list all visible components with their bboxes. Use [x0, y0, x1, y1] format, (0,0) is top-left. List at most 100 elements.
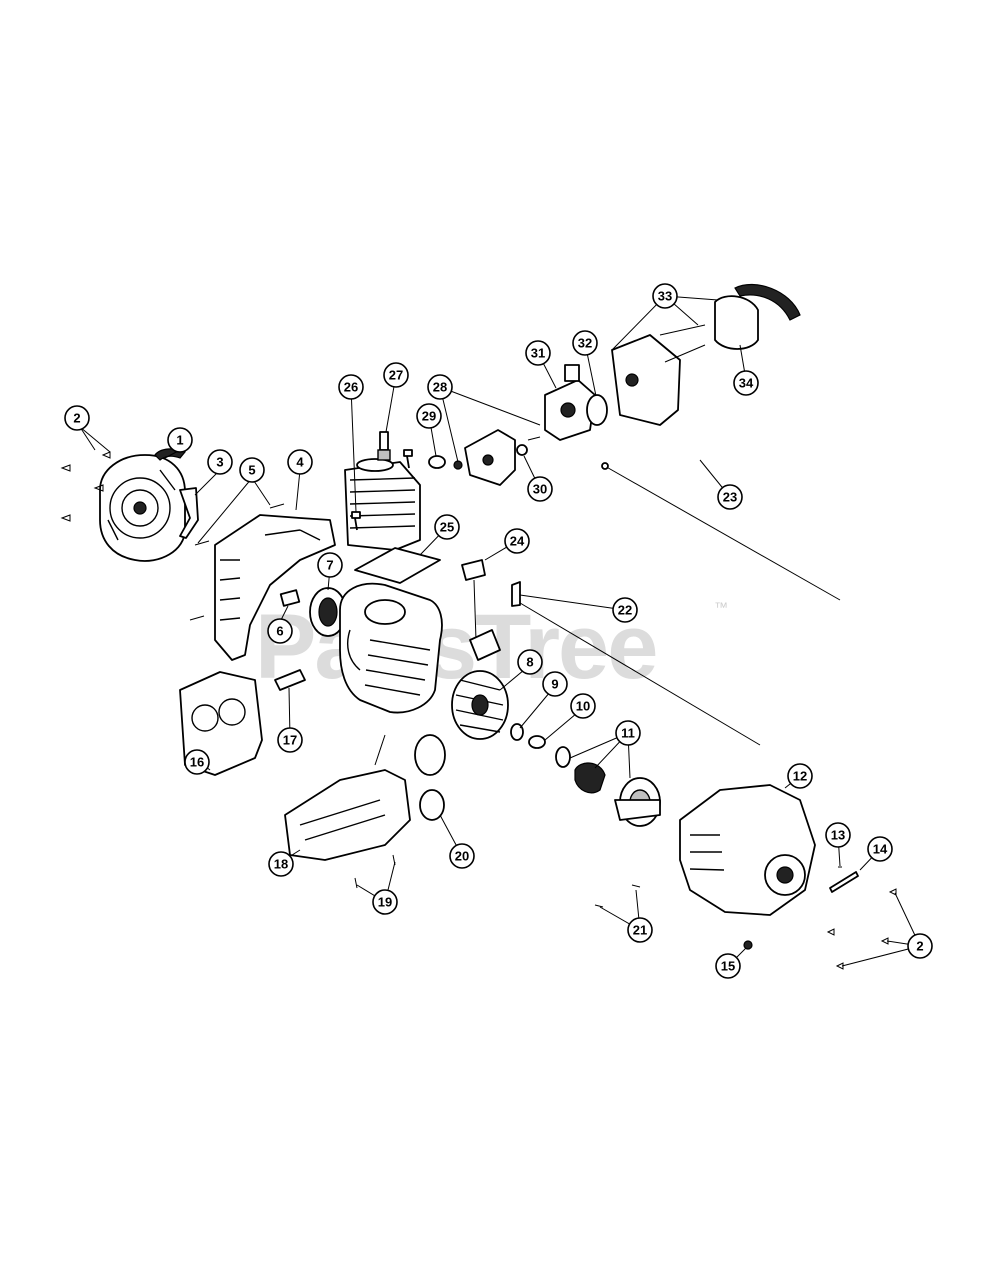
- callout-19[interactable]: 19: [372, 889, 398, 915]
- svg-text:3: 3: [216, 455, 223, 470]
- svg-text:31: 31: [531, 346, 545, 361]
- callout-34[interactable]: 34: [733, 370, 759, 396]
- callout-14[interactable]: 14: [867, 836, 893, 862]
- callout-24[interactable]: 24: [504, 528, 530, 554]
- svg-text:19: 19: [378, 895, 392, 910]
- cylinder-screws-drawing: [351, 449, 413, 531]
- decal-drawing: [274, 669, 306, 691]
- callout-23[interactable]: 23: [717, 484, 743, 510]
- watermark-trademark: ™: [714, 599, 728, 615]
- svg-text:12: 12: [793, 769, 807, 784]
- intake-gasket-drawing: [428, 455, 446, 469]
- callout-9[interactable]: 9: [542, 671, 568, 697]
- callout-5[interactable]: 5: [239, 457, 265, 483]
- tank-screws-drawing: [354, 854, 396, 889]
- intake-small-parts-drawing: [453, 436, 541, 470]
- svg-text:26: 26: [344, 380, 358, 395]
- callout-15[interactable]: 15: [715, 953, 741, 979]
- callout-1[interactable]: 1: [167, 427, 193, 453]
- svg-text:24: 24: [510, 534, 525, 549]
- housing-screws-drawing: [594, 884, 641, 908]
- callout-13[interactable]: 13: [825, 822, 851, 848]
- svg-text:22: 22: [618, 603, 632, 618]
- svg-text:25: 25: [440, 520, 454, 535]
- svg-text:28: 28: [433, 380, 447, 395]
- svg-text:10: 10: [576, 699, 590, 714]
- spring-bracket-drawing: [179, 487, 199, 539]
- callout-28[interactable]: 28: [427, 374, 453, 400]
- carb-gasket-drawing: [586, 394, 608, 426]
- callout-33[interactable]: 33: [652, 283, 678, 309]
- svg-text:21: 21: [633, 923, 647, 938]
- svg-text:6: 6: [276, 624, 283, 639]
- air-box-drawing: [611, 324, 706, 426]
- callout-4[interactable]: 4: [287, 449, 313, 475]
- callout-2-left[interactable]: 2: [64, 405, 90, 431]
- svg-text:32: 32: [578, 336, 592, 351]
- svg-text:1: 1: [176, 433, 183, 448]
- svg-text:11: 11: [621, 726, 635, 741]
- flywheel-drawing: [451, 670, 509, 740]
- svg-text:16: 16: [190, 755, 204, 770]
- leader-lines: [79, 295, 921, 967]
- svg-text:23: 23: [723, 490, 737, 505]
- svg-text:8: 8: [526, 655, 533, 670]
- engine-shroud-drawing: [214, 514, 336, 661]
- callout-3[interactable]: 3: [207, 449, 233, 475]
- callout-27[interactable]: 27: [383, 362, 409, 388]
- cylinder-drawing: [344, 458, 421, 551]
- housing-hardware-drawing: [743, 866, 859, 950]
- callout-12[interactable]: 12: [787, 763, 813, 789]
- clutch-assembly-drawing: [555, 746, 661, 827]
- svg-text:30: 30: [533, 482, 547, 497]
- svg-text:33: 33: [658, 289, 672, 304]
- callout-17[interactable]: 17: [277, 727, 303, 753]
- ignition-module-drawing: [279, 589, 301, 607]
- starter-screws-drawing: [60, 451, 111, 522]
- callout-8[interactable]: 8: [517, 649, 543, 675]
- svg-text:20: 20: [455, 849, 469, 864]
- intake-manifold-drawing: [464, 429, 516, 486]
- svg-text:5: 5: [248, 463, 255, 478]
- callout-22[interactable]: 22: [612, 597, 638, 623]
- callout-26[interactable]: 26: [338, 374, 364, 400]
- clutch-housing-drawing: [679, 784, 816, 916]
- callout-21[interactable]: 21: [627, 917, 653, 943]
- callout-29[interactable]: 29: [416, 403, 442, 429]
- air-filter-drawing: [714, 295, 759, 350]
- primer-bulb-drawing: [461, 559, 501, 661]
- svg-text:17: 17: [283, 733, 297, 748]
- callout-31[interactable]: 31: [525, 340, 551, 366]
- callout-7[interactable]: 7: [317, 552, 343, 578]
- shroud-screws-drawing: [189, 503, 285, 621]
- callout-18[interactable]: 18: [268, 851, 294, 877]
- svg-text:2: 2: [73, 411, 80, 426]
- svg-text:29: 29: [422, 409, 436, 424]
- throttle-cable-drawing: [514, 599, 761, 746]
- starter-pulley-drawing: [309, 587, 347, 637]
- throttle-cable-end: [511, 581, 521, 607]
- callout-25[interactable]: 25: [434, 514, 460, 540]
- svg-text:7: 7: [326, 558, 333, 573]
- spacer-drawing: [528, 735, 546, 749]
- callout-30[interactable]: 30: [527, 476, 553, 502]
- carburetor-drawing: [544, 364, 596, 441]
- tank-gasket-drawing: [414, 734, 446, 821]
- stop-wire-drawing: [602, 464, 841, 601]
- engine-block-drawing: [339, 582, 443, 714]
- callout-32[interactable]: 32: [572, 330, 598, 356]
- svg-text:2: 2: [916, 939, 923, 954]
- svg-text:4: 4: [296, 455, 304, 470]
- svg-text:14: 14: [873, 842, 888, 857]
- callout-6[interactable]: 6: [267, 618, 293, 644]
- callout-10[interactable]: 10: [570, 693, 596, 719]
- callout-16[interactable]: 16: [184, 749, 210, 775]
- callout-11[interactable]: 11: [615, 720, 641, 746]
- cylinder-gasket-drawing: [354, 547, 441, 584]
- callout-2-right[interactable]: 2: [907, 933, 933, 959]
- callout-20[interactable]: 20: [449, 843, 475, 869]
- filter-cover-drawing: [734, 283, 801, 321]
- svg-text:27: 27: [389, 368, 403, 383]
- spark-plug-drawing: [377, 431, 391, 461]
